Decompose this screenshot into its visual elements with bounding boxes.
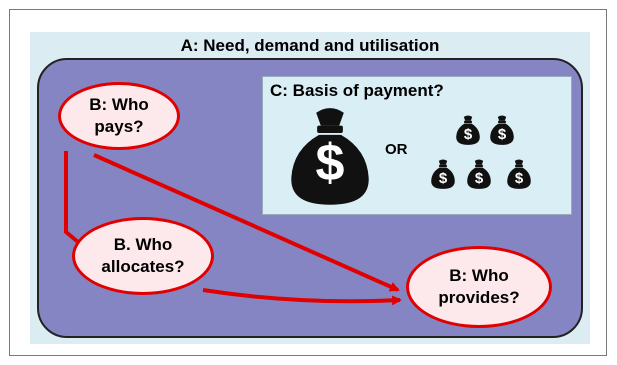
svg-text:$: $ xyxy=(498,126,507,143)
diagram-title: A: Need, demand and utilisation xyxy=(180,36,440,55)
node-who-allocates: B. Who allocates? xyxy=(72,217,214,295)
node-who-allocates-line1: B. Who xyxy=(113,235,173,254)
node-who-pays-line1: B: Who xyxy=(89,95,149,114)
arrow-pays-to-provides xyxy=(93,153,400,292)
small-money-bag-icon: $ xyxy=(507,159,531,189)
large-bag-symbol: $ xyxy=(316,134,345,192)
node-who-allocates-line2: allocates? xyxy=(101,257,185,276)
node-who-pays: B: Who pays? xyxy=(58,82,180,150)
node-who-pays-line2: pays? xyxy=(94,117,144,136)
small-money-bag-icon: $ xyxy=(490,115,514,145)
arrow-pays-to-allocates xyxy=(64,151,86,249)
payment-basis-title: C: Basis of payment? xyxy=(270,81,444,100)
svg-text:$: $ xyxy=(515,170,524,187)
svg-text:$: $ xyxy=(464,126,473,143)
svg-text:$: $ xyxy=(475,170,484,187)
small-money-bag-icon: $ xyxy=(456,115,480,145)
node-who-provides-line1: B: Who xyxy=(449,266,509,285)
node-who-provides-line2: provides? xyxy=(438,288,520,307)
small-money-bag-icon: $ xyxy=(467,159,491,189)
node-who-provides: B: Who provides? xyxy=(406,246,552,328)
svg-text:$: $ xyxy=(439,170,448,187)
small-money-bag-icon: $ xyxy=(431,159,455,189)
or-label: OR xyxy=(385,141,408,158)
arrow-allocates-to-provides xyxy=(202,288,402,306)
large-money-bag-icon: $ xyxy=(291,108,369,205)
